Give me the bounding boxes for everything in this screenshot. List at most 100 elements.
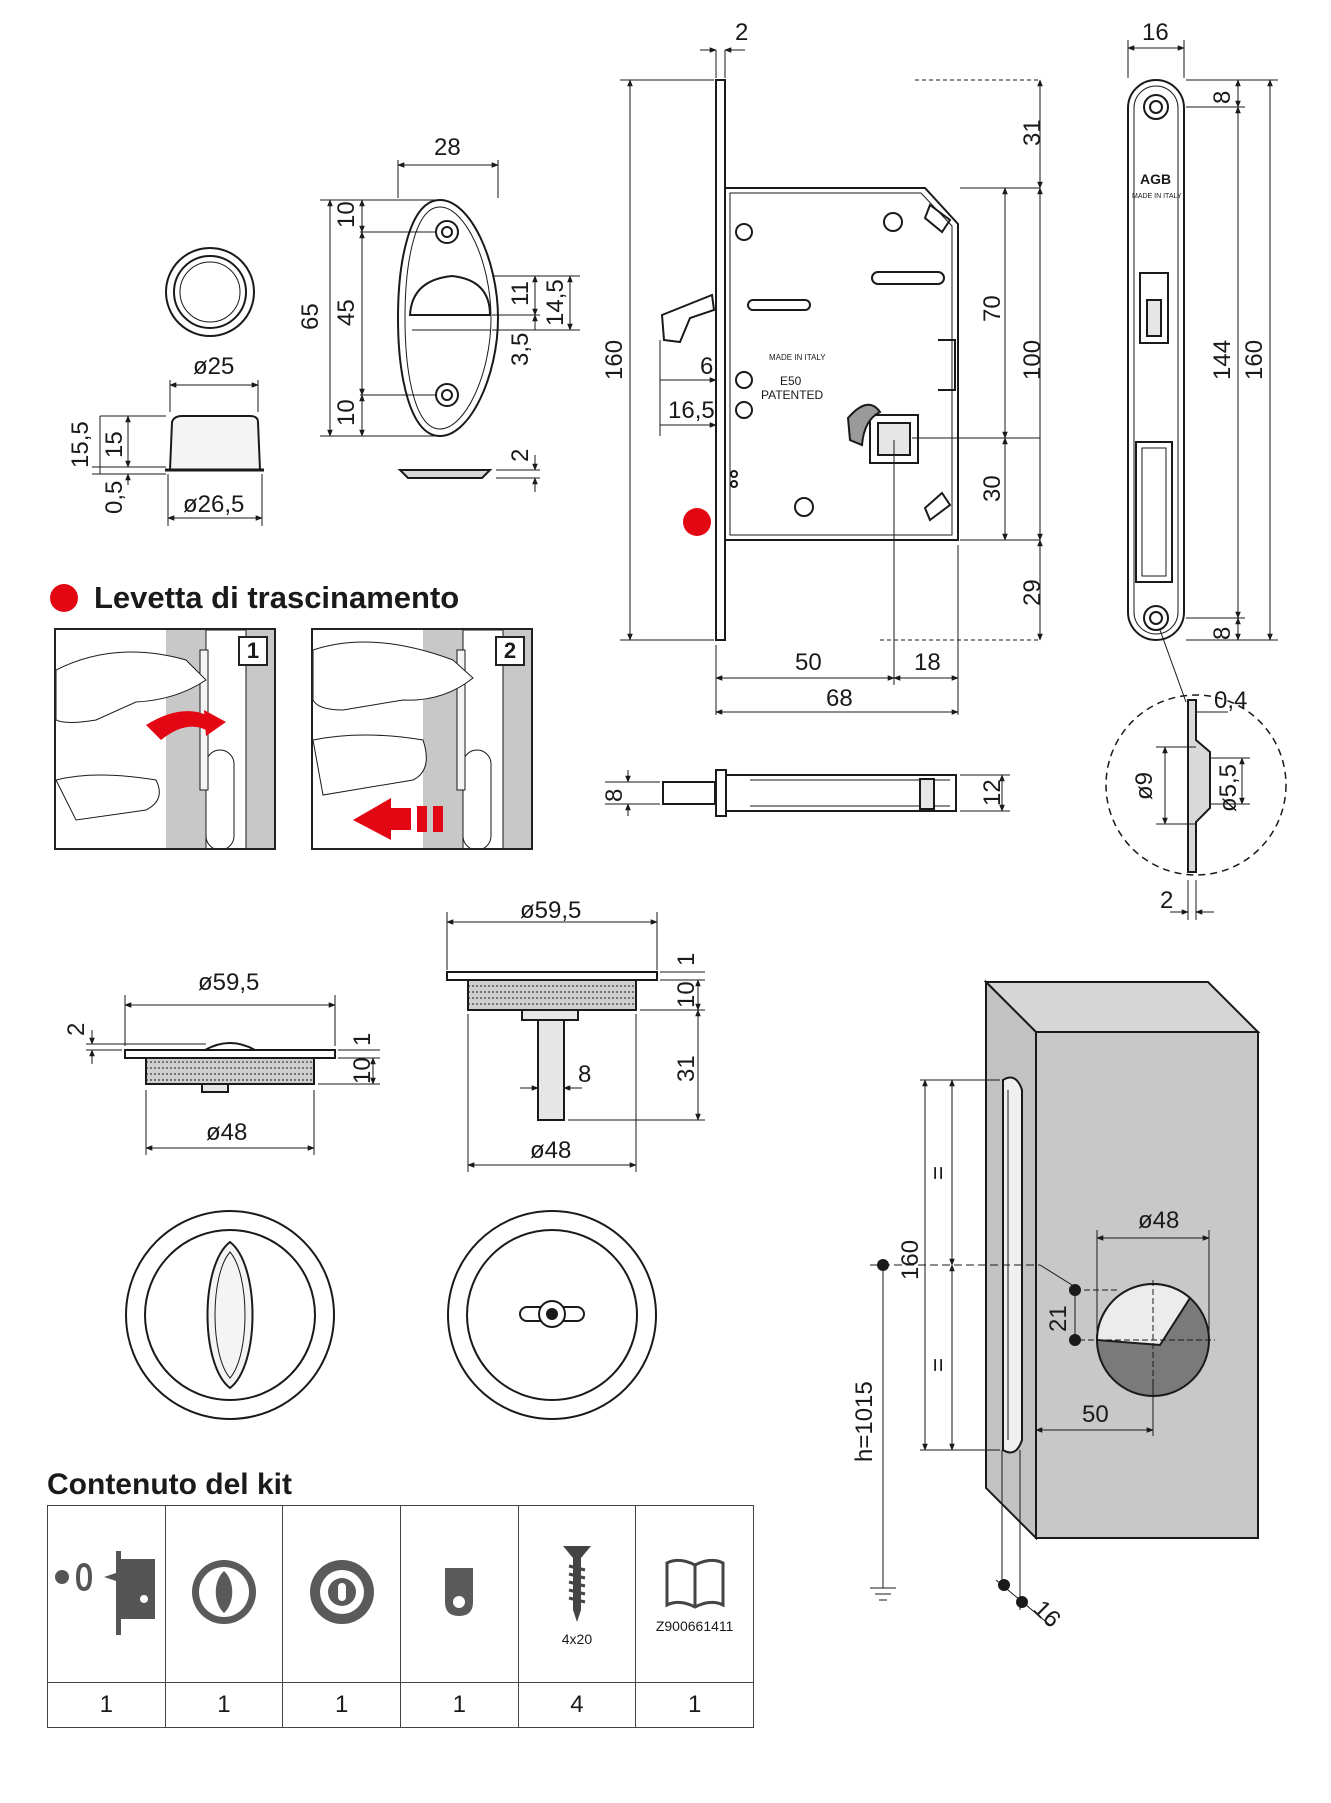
rosette-right-side-view [446, 912, 705, 1172]
faceplate-drawing [1105, 40, 1287, 920]
door-dim-h1015: h=1015 [851, 1381, 878, 1462]
lock-dim-h30: 30 [979, 475, 1006, 502]
knob-rosette-front-view [125, 1210, 335, 1420]
strike-dim-h45: 45 [333, 299, 360, 326]
kit-item-lock-body [47, 1505, 166, 1683]
faceplate-mark-made-in-italy: MADE IN ITALY [1132, 193, 1182, 200]
lock-body-icon [55, 1550, 156, 1635]
levetta-title: Levetta di trascinamento [50, 580, 459, 616]
release-rosette-front-view [447, 1210, 657, 1420]
levetta-marker-dot [683, 508, 711, 536]
manual-caption: Z900661411 [655, 1617, 734, 1634]
latch-side-view [605, 769, 1010, 817]
strike-dim-t2: 2 [507, 449, 534, 462]
kit-title: Contenuto del kit [47, 1468, 292, 1501]
strike-dim-h3-5: 3,5 [507, 333, 534, 366]
faceplate-dim-h8-bottom: 8 [1209, 627, 1236, 640]
strike-dim-h10-bottom: 10 [333, 399, 360, 426]
faceplate-dim-t2: 2 [1160, 887, 1173, 914]
kit-qty-strike-plate: 1 [399, 1682, 519, 1728]
kit-qty-turn-knob: 1 [164, 1682, 284, 1728]
door-dim-eq-bottom: = [925, 1358, 952, 1372]
strike-dim-h11: 11 [507, 281, 534, 306]
kit-qty-lock-body: 1 [47, 1682, 166, 1728]
lock-dim-w68: 68 [826, 685, 853, 712]
kit-qty-manual: 1 [635, 1682, 754, 1728]
kit-item-manual: Z900661411 [635, 1505, 754, 1683]
rosette-left-side-view [86, 995, 380, 1155]
lock-dim-w18: 18 [914, 649, 941, 676]
lock-dim-w50: 50 [795, 649, 822, 676]
lock-dim-d16-5: 16,5 [668, 397, 715, 424]
door-dim-t16: 16 [1028, 1595, 1066, 1633]
faceplate-dim-h160: 160 [1241, 340, 1268, 380]
door-dim-w50: 50 [1082, 1401, 1109, 1428]
levetta-step-1-panel: 1 [54, 628, 276, 850]
knob-side-view [168, 415, 262, 471]
strike-dim-h10-top: 10 [333, 201, 360, 228]
lock-dim-h31: 31 [1019, 119, 1046, 146]
rosette-left-dim-h2: 2 [63, 1023, 90, 1036]
knob-dim-h0-5: 0,5 [101, 481, 128, 514]
rosette-right-dim-h31: 31 [673, 1055, 700, 1082]
turn-knob-icon [191, 1559, 256, 1624]
rosette-right-dim-d48: ø48 [530, 1137, 571, 1164]
kit-contents-table: 4x20 Z900661411 1 1 1 1 4 1 [47, 1505, 754, 1728]
hand-pull-lever-icon [56, 630, 274, 848]
door-dim-d48: ø48 [1138, 1207, 1179, 1234]
lock-body-drawing [620, 47, 1043, 715]
rosette-left-dim-d48: ø48 [206, 1119, 247, 1146]
step-number-2: 2 [495, 636, 525, 666]
rosette-right-dim-d59-5: ø59,5 [520, 897, 581, 924]
knob-dim-d26-5: ø26,5 [183, 491, 244, 518]
lock-dim-h160: 160 [601, 340, 628, 380]
screw-caption: 4x20 [561, 1630, 593, 1647]
kit-item-release-rosette [282, 1505, 401, 1683]
faceplate-dim-h8-top: 8 [1209, 91, 1236, 104]
knob-dim-h15-5: 15,5 [67, 421, 94, 468]
strike-dim-h65: 65 [297, 303, 324, 330]
lock-dim-d6: 6 [700, 353, 713, 380]
kit-qty-release-rosette: 1 [282, 1682, 401, 1728]
rosette-left-dim-h1: 1 [349, 1033, 376, 1046]
rosette-right-dim-w8: 8 [578, 1061, 591, 1088]
latch-dim-h8: 8 [601, 789, 628, 802]
rosette-left-dim-d59-5: ø59,5 [198, 969, 259, 996]
kit-item-turn-knob [164, 1505, 284, 1683]
lock-dim-h100: 100 [1019, 340, 1046, 380]
door-dim-h160: 160 [897, 1240, 924, 1280]
lock-mark-patented: PATENTED [761, 388, 824, 402]
levetta-step-2-panel: 2 [311, 628, 533, 850]
kit-item-screw: 4x20 [517, 1505, 637, 1683]
latch-dim-h12: 12 [979, 779, 1006, 806]
release-rosette-icon [309, 1559, 374, 1624]
lock-dim-h70: 70 [979, 295, 1006, 322]
manual-icon [665, 1558, 725, 1609]
rosette-right-dim-h1: 1 [673, 953, 700, 966]
screw-icon [562, 1545, 591, 1622]
faceplate-dim-d9: ø9 [1131, 772, 1158, 800]
lock-mark-made-in-italy: MADE IN ITALY [769, 353, 826, 362]
kit-qty-screw: 4 [517, 1682, 637, 1728]
strike-dim-h14-5: 14,5 [542, 279, 569, 326]
lock-mark-e50: E50 [780, 374, 802, 388]
door-dim-h21: 21 [1045, 1305, 1072, 1332]
knob-dim-h15: 15 [101, 431, 128, 458]
door-installation-view [870, 979, 1261, 1626]
step-number-1: 1 [238, 636, 268, 666]
faceplate-mark-brand: AGB [1140, 171, 1171, 187]
faceplate-dim-w16: 16 [1142, 19, 1169, 46]
faceplate-dim-h144: 144 [1209, 340, 1236, 380]
door-dim-eq-top: = [925, 1166, 952, 1180]
strike-dim-w28: 28 [434, 134, 461, 161]
rosette-left-dim-h10: 10 [349, 1057, 376, 1084]
knob-dim-d25: ø25 [193, 353, 234, 380]
levetta-title-text: Levetta di trascinamento [94, 580, 460, 615]
knob-top-view [165, 247, 255, 337]
lock-dim-h29: 29 [1019, 579, 1046, 606]
strike-plate-drawing [320, 160, 580, 492]
faceplate-dim-t0-4: 0,4 [1214, 687, 1247, 714]
rosette-right-dim-h10: 10 [673, 981, 700, 1008]
knob-detail [92, 247, 264, 526]
